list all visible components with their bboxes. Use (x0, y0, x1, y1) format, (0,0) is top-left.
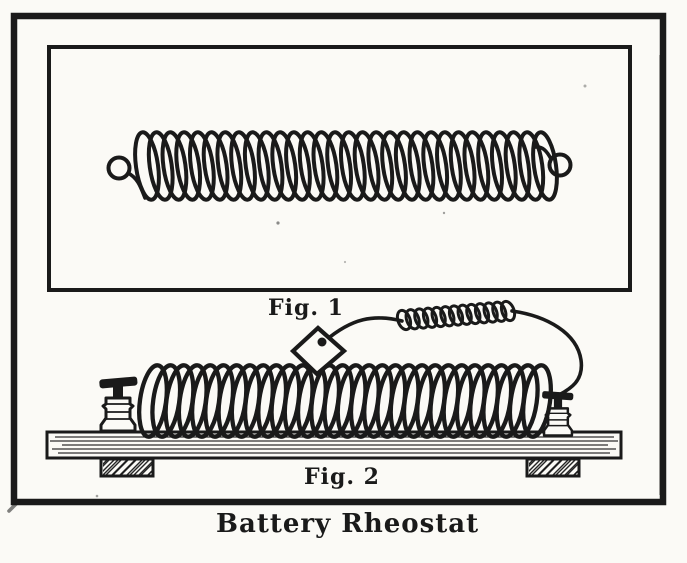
fig1-left-end-ring (106, 155, 132, 181)
fig2-coil-spring (137, 363, 553, 439)
connection-wiring (323, 299, 584, 397)
thumbscrew-stem (113, 385, 123, 399)
fig2-label: Fig. 2 (304, 464, 380, 490)
wire-small-coil-to-post (510, 309, 584, 397)
diamond-tag-outline (289, 325, 348, 377)
illustration-caption: Battery Rheostat (216, 509, 480, 539)
tag-wire-terminal-dot (317, 337, 327, 347)
scan-speckles (95, 84, 587, 498)
right-foot-hatching (529, 460, 578, 476)
connection-tag (289, 325, 348, 377)
thumbscrew-handle (99, 376, 138, 389)
left-binding-post (99, 376, 138, 433)
fig1-label: Fig. 1 (268, 295, 344, 321)
fig1-coil-loops (133, 130, 559, 202)
outer-frame-border (10, 12, 667, 506)
corner-scan-blemish (7, 499, 21, 513)
left-foot-hatching (103, 460, 152, 476)
fig1-coil-spring (106, 130, 573, 202)
small-coil-loops (395, 299, 517, 332)
wire-tag-to-small-coil (323, 316, 404, 343)
post-body (99, 396, 137, 433)
fig1-panel-border (47, 45, 632, 292)
fig1-right-end-ring (547, 152, 573, 178)
thumbscrew-stem (553, 397, 563, 410)
